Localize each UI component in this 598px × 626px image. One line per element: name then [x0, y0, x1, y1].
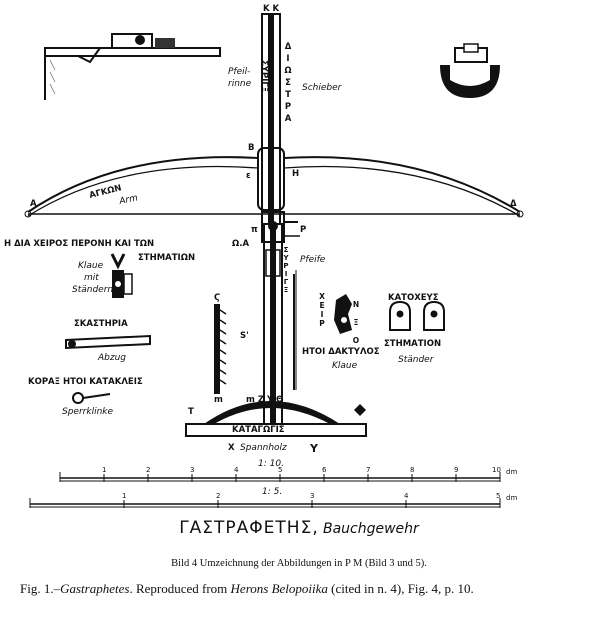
y-letter: Y [309, 442, 319, 455]
standards-right [389, 300, 445, 331]
diostra-label: ΔΙΩΣΤΡΑ [283, 42, 293, 126]
letter-c-label: Ϛ [214, 293, 220, 303]
klaue-2: mit [84, 273, 99, 283]
letter-t-label: T [188, 407, 194, 417]
skastria-label: ΣΚΑΣΤΗΡΙΑ [74, 319, 128, 329]
point-a-label: A [30, 199, 37, 209]
scale-1-label: 1: 10. [258, 459, 284, 469]
pfeife-label: Pfeife [300, 255, 326, 265]
tick-bottom-3: 3 [310, 492, 314, 500]
nz-label: N Ξ O [352, 300, 361, 345]
tick-top-1: 1 [102, 466, 106, 474]
cross-section-inset [440, 43, 500, 98]
title-greek: ΓΑΣΤΡΑΦΕΤΗΣ, [179, 518, 319, 538]
stemation-right-label: ΣΤΗΜΑΤΙΟΝ [384, 339, 441, 349]
title-german: Bauchgewehr [322, 521, 419, 537]
trigger-mechanism [261, 211, 300, 277]
pfeilrinne-label-2: rinne [228, 79, 252, 89]
stemation-label: ΣΤΗΜΑΤΙΩΝ [138, 253, 195, 263]
point-b-label: B [248, 143, 254, 153]
korax-label: ΚΟΡΑΞ ΗΤΟΙ ΚΑΤΑΚΛΕΙΣ [28, 377, 143, 387]
hand-label: Η ΔΙΑ ΧΕΙΡΟΣ ΠΕΡΟΝΗ ΚΑΙ ΤΩΝ [4, 239, 154, 249]
tick-top-4: 4 [234, 466, 239, 474]
trigger-lever [65, 334, 151, 350]
schieber-label: Schieber [302, 83, 343, 93]
etoi-daktylos-label: ΗΤΟΙ ΔΑΚΤΥΛΟΣ [302, 347, 380, 357]
syrinx-side-label: ΣΥΡΙΓΞ [282, 246, 290, 294]
bild-caption: Bild 4 Umzeichnung der Abbildungen in P … [171, 558, 427, 569]
klaue-right-label: Klaue [332, 361, 358, 371]
omega-a-label: Ω.Α [232, 239, 249, 249]
tick-top-3: 3 [190, 466, 194, 474]
diagram-svg: Pfeil- rinne K K ΣΥΡΙΓΞ ΔΙΩΣΤΡΑ Schieber… [4, 4, 524, 508]
klaue-3: Ständern [72, 285, 113, 295]
fig-prefix: Fig. 1.– [20, 581, 61, 596]
groove-inset [44, 33, 221, 100]
pfeilrinne-label-1: Pfeil- [228, 67, 250, 77]
spannholz-label: Spannholz [240, 443, 287, 453]
fig-source: Herons Belopoiika [230, 581, 328, 596]
tick-bottom-1: 1 [122, 492, 126, 500]
claw-with-standards [110, 253, 133, 298]
kk-label: K K [263, 4, 280, 14]
figure-caption: Fig. 1.–Gastraphetes. Reproduced from He… [20, 580, 580, 597]
sperrklinke-label: Sperrklinke [62, 407, 113, 417]
scale-bar-top [59, 472, 501, 482]
point-delta-label: Δ [510, 199, 517, 209]
scale-2-label: 1: 5. [262, 487, 282, 497]
ratchet-bar [214, 304, 227, 394]
fig-name: Gastraphetes [60, 581, 130, 596]
tick-bottom-2: 2 [216, 492, 220, 500]
point-p-label: P [300, 225, 306, 235]
letter-m-label: m [214, 395, 223, 405]
tick-top-7: 7 [366, 466, 370, 474]
fig-suffix: (cited in n. 4), Fig. 4, p. 10. [327, 581, 474, 596]
point-eps-label: ε [246, 171, 251, 181]
figure-title: ΓΑΣΤΡΑΦΕΤΗΣ, Bauchgewehr [0, 518, 598, 538]
tick-top-9: 9 [454, 466, 458, 474]
stomach-rest [185, 401, 367, 437]
tick-bottom-5: 5 [496, 492, 500, 500]
abzug-label: Abzug [97, 353, 126, 363]
tick-top-10: 10 [492, 466, 501, 474]
klaue-1: Klaue [78, 261, 104, 271]
fig-mid: . Reproduced from [129, 581, 231, 596]
point-pi-label: π [251, 225, 258, 235]
stock-shaft [257, 13, 285, 425]
shaft-text: ΣΥΡΙΓΞ [259, 60, 269, 92]
stock-bracket [293, 270, 297, 390]
katocheus-label: ΚΑΤΟΧΕΥΣ [388, 293, 439, 303]
dm-bottom: dm [506, 494, 517, 502]
cheir-label: ΧΕΙΡ [318, 292, 327, 328]
bow-arms [24, 156, 524, 218]
point-h-label: H [292, 169, 299, 179]
katagogis-label: ΚΑΤΑΓΩΓΙΣ [232, 425, 285, 435]
tick-top-8: 8 [410, 466, 414, 474]
tick-top-6: 6 [322, 466, 327, 474]
tick-top-5: 5 [278, 466, 282, 474]
tick-top-2: 2 [146, 466, 150, 474]
dm-top: dm [506, 468, 517, 476]
claw-right [334, 294, 352, 334]
x-letter: X [228, 443, 235, 453]
letter-s-label: S' [240, 331, 249, 341]
letters-mzy: m Z Y Θ [246, 395, 283, 405]
arm-de-label: Arm [118, 193, 140, 207]
pawl [72, 392, 111, 404]
scale-bar-bottom [29, 498, 501, 508]
tick-bottom-4: 4 [404, 492, 409, 500]
staender-label: Ständer [398, 355, 435, 365]
